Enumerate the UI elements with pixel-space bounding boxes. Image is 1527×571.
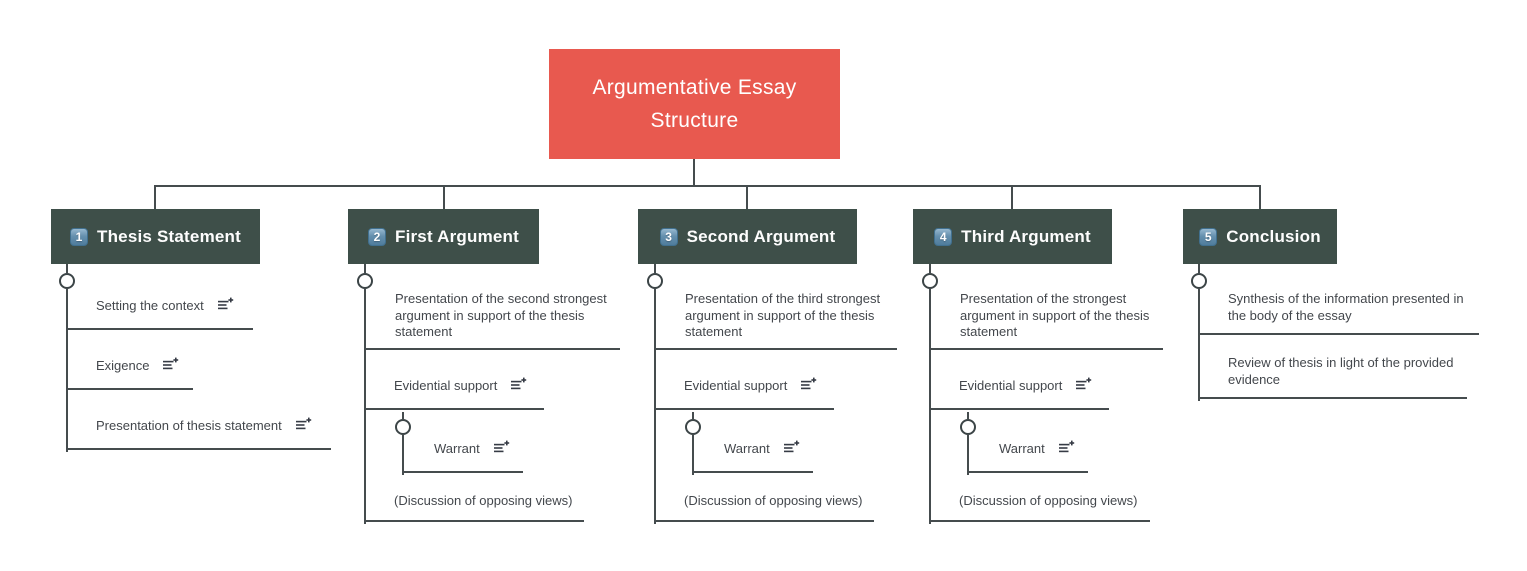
toggle-stem-connector xyxy=(654,264,656,273)
warrant-spine-connector xyxy=(692,435,694,475)
subtopic-label: (Discussion of opposing views) xyxy=(959,493,1138,508)
add-note-icon[interactable] xyxy=(493,440,510,455)
subtopic-label: Presentation of the strongest argument i… xyxy=(960,291,1150,339)
subtopic-node[interactable]: Presentation of the third strongest argu… xyxy=(655,291,897,350)
branch-badge: 2 xyxy=(367,227,386,246)
toggle-stem-connector xyxy=(929,264,931,273)
root-stem-connector xyxy=(693,158,695,186)
branch-title: First Argument xyxy=(394,226,519,246)
add-note-icon[interactable] xyxy=(783,440,800,455)
subtopic-label: Presentation of thesis statement xyxy=(96,418,282,433)
branch-node-second-argument[interactable]: 3 Second Argument xyxy=(638,209,857,264)
subtopic-node[interactable]: Synthesis of the information presented i… xyxy=(1199,291,1479,335)
branch-badge: 3 xyxy=(659,227,678,246)
collapse-toggle[interactable] xyxy=(1191,273,1207,289)
subtopic-node[interactable]: Presentation of the strongest argument i… xyxy=(930,291,1163,350)
collapse-toggle[interactable] xyxy=(59,273,75,289)
subtopic-label: Warrant xyxy=(999,441,1045,456)
root-node[interactable]: Argumentative Essay Structure xyxy=(549,49,840,159)
subtopic-node[interactable]: (Discussion of opposing views) xyxy=(930,493,1150,522)
branch-badge: 4 xyxy=(934,227,953,246)
branch-drop-connector xyxy=(443,186,445,209)
branch-spine-connector xyxy=(1198,289,1200,401)
subtopic-node[interactable]: Warrant xyxy=(968,440,1088,473)
branch-node-conclusion[interactable]: 5 Conclusion xyxy=(1183,209,1337,264)
collapse-toggle[interactable] xyxy=(647,273,663,289)
add-note-icon[interactable] xyxy=(217,297,234,312)
warrant-spine-connector xyxy=(967,435,969,475)
branch-drop-connector xyxy=(154,186,156,209)
subtopic-node[interactable]: Setting the context xyxy=(67,297,253,330)
branch-drop-connector xyxy=(1259,186,1261,209)
subtopic-label: Presentation of the third strongest argu… xyxy=(685,291,881,339)
collapse-toggle[interactable] xyxy=(960,419,976,435)
branch-title: Thesis Statement xyxy=(97,226,241,246)
subtopic-label: Evidential support xyxy=(684,378,788,393)
collapse-toggle[interactable] xyxy=(685,419,701,435)
add-note-icon[interactable] xyxy=(295,417,312,432)
subtopic-label: (Discussion of opposing views) xyxy=(394,493,573,508)
subtopic-label: Synthesis of the information presented i… xyxy=(1228,291,1464,323)
branch-node-thesis-statement[interactable]: 1 Thesis Statement xyxy=(51,209,260,264)
subtopic-label: Warrant xyxy=(724,441,770,456)
subtopic-label: Warrant xyxy=(434,441,480,456)
branch-spine-connector xyxy=(66,289,68,452)
subtopic-node[interactable]: (Discussion of opposing views) xyxy=(655,493,874,522)
branch-title: Third Argument xyxy=(961,226,1091,246)
branch-badge: 5 xyxy=(1199,227,1218,246)
add-note-icon[interactable] xyxy=(1075,377,1092,392)
subtopic-node[interactable]: Exigence xyxy=(67,357,193,390)
branch-spine-connector xyxy=(364,289,366,524)
root-node-label: Argumentative Essay Structure xyxy=(592,76,797,132)
subtopic-label: Exigence xyxy=(96,358,150,373)
branch-node-first-argument[interactable]: 2 First Argument xyxy=(348,209,539,264)
branch-spine-connector xyxy=(929,289,931,524)
subtopic-label: Evidential support xyxy=(394,378,498,393)
subtopic-node[interactable]: Evidential support xyxy=(655,377,834,410)
toggle-stem-connector xyxy=(402,412,404,419)
subtopic-label: (Discussion of opposing views) xyxy=(684,493,863,508)
add-note-icon[interactable] xyxy=(1058,440,1075,455)
subtopic-node[interactable]: Evidential support xyxy=(930,377,1109,410)
collapse-toggle[interactable] xyxy=(395,419,411,435)
subtopic-label: Presentation of the second strongest arg… xyxy=(395,291,607,339)
subtopic-node[interactable]: (Discussion of opposing views) xyxy=(365,493,584,522)
subtopic-node[interactable]: Warrant xyxy=(693,440,813,473)
subtopic-node[interactable]: Evidential support xyxy=(365,377,544,410)
add-note-icon[interactable] xyxy=(800,377,817,392)
add-note-icon[interactable] xyxy=(162,357,179,372)
toggle-stem-connector xyxy=(967,412,969,419)
subtopic-label: Review of thesis in light of the provide… xyxy=(1228,355,1454,387)
subtopic-node[interactable]: Warrant xyxy=(403,440,523,473)
subtopic-label: Evidential support xyxy=(959,378,1063,393)
branch-node-third-argument[interactable]: 4 Third Argument xyxy=(913,209,1112,264)
collapse-toggle[interactable] xyxy=(357,273,373,289)
branch-spine-connector xyxy=(654,289,656,524)
subtopic-node[interactable]: Presentation of the second strongest arg… xyxy=(365,291,620,350)
toggle-stem-connector xyxy=(692,412,694,419)
branch-bus-connector xyxy=(154,185,1261,187)
branch-title: Second Argument xyxy=(686,226,836,246)
branch-drop-connector xyxy=(1011,186,1013,209)
add-note-icon[interactable] xyxy=(510,377,527,392)
collapse-toggle[interactable] xyxy=(922,273,938,289)
branch-title: Conclusion xyxy=(1226,226,1321,246)
toggle-stem-connector xyxy=(1198,264,1200,273)
warrant-spine-connector xyxy=(402,435,404,475)
subtopic-node[interactable]: Review of thesis in light of the provide… xyxy=(1199,355,1467,399)
subtopic-node[interactable]: Presentation of thesis statement xyxy=(67,417,331,450)
toggle-stem-connector xyxy=(66,264,68,273)
branch-drop-connector xyxy=(746,186,748,209)
branch-badge: 1 xyxy=(70,227,89,246)
toggle-stem-connector xyxy=(364,264,366,273)
subtopic-label: Setting the context xyxy=(96,298,204,313)
